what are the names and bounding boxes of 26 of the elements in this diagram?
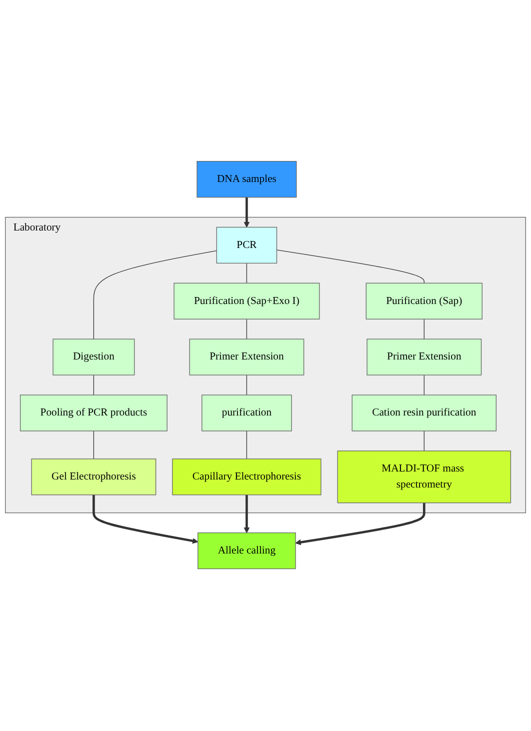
arrow <box>244 198 250 228</box>
node-box: Allele calling <box>198 532 296 570</box>
arrow <box>92 495 198 544</box>
node-box: Capillary Electrophoresis <box>172 459 322 496</box>
arrow <box>295 503 426 546</box>
node-box: MALDI-TOF mass spectrometry <box>337 451 512 504</box>
connector <box>246 431 248 460</box>
node-box: DNA samples <box>196 161 297 198</box>
connector <box>93 431 94 460</box>
connector <box>276 250 424 284</box>
connector <box>93 250 217 340</box>
node-box: Primer Extension <box>189 339 304 376</box>
node-box: purification <box>202 395 292 432</box>
node-box: Purification (Sap) <box>366 283 482 320</box>
node-box: PCR <box>216 227 278 264</box>
node-box: Primer Extension <box>366 339 482 376</box>
connector <box>246 375 248 396</box>
node-box: Purification (Sap+Exo I) <box>174 283 320 320</box>
node-box: Cation resin purification <box>352 395 497 432</box>
node-box: Gel Electrophoresis <box>31 459 156 496</box>
connector <box>246 263 248 284</box>
connector <box>246 319 248 340</box>
connector <box>93 375 94 396</box>
arrow <box>244 495 250 534</box>
node-box: Pooling of PCR products <box>20 395 168 432</box>
node-box: Digestion <box>52 339 135 376</box>
